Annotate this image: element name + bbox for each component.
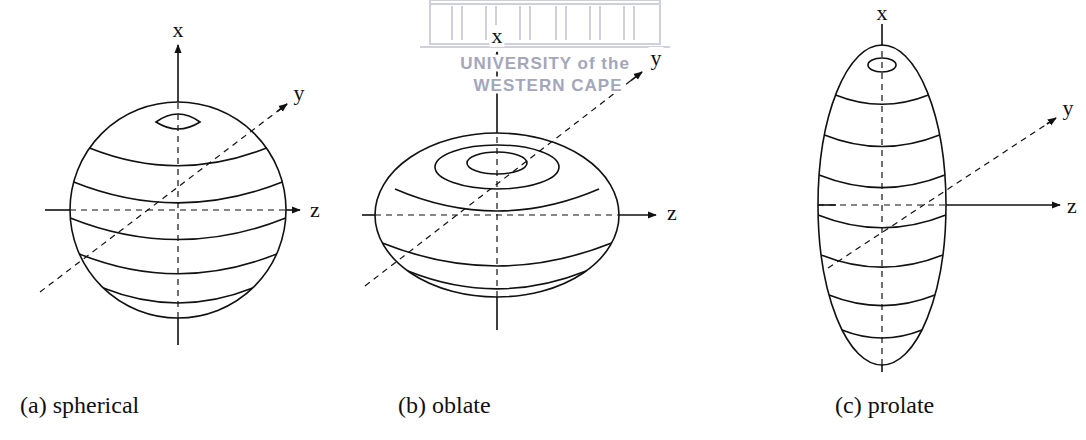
z-axis (619, 214, 656, 216)
watermark-text: WESTERN CAPE (472, 77, 625, 94)
z-axis-hidden (375, 214, 619, 215)
z-axis (946, 204, 1060, 206)
z-axis (286, 209, 300, 211)
x-axis-hidden (177, 102, 178, 318)
axis-label: z (1065, 195, 1079, 217)
axis-label: y (649, 47, 664, 69)
body-outline (375, 133, 619, 297)
axis-label: z (308, 199, 322, 221)
y-axis-head (1047, 118, 1056, 124)
y-axis (828, 118, 1056, 268)
x-axis (496, 297, 498, 330)
x-axis-hidden (881, 45, 882, 365)
x-axis (881, 365, 883, 372)
z-axis (45, 209, 70, 211)
axis-label: y (292, 82, 307, 104)
y-axis (40, 104, 287, 292)
y-axis-head (631, 72, 642, 81)
body-outline (818, 45, 946, 365)
axis-label: x (171, 19, 186, 41)
axis-label: z (665, 202, 679, 224)
watermark-text: UNIVERSITY of the (458, 55, 632, 72)
caption: (c) prolate (835, 393, 934, 417)
z-axis-hidden (818, 204, 946, 205)
x-axis (177, 318, 179, 345)
y-axis-head (277, 104, 287, 112)
axis-label: x (490, 25, 505, 47)
x-axis (177, 45, 179, 102)
z-axis-hidden (70, 209, 286, 210)
axis-label: y (1061, 97, 1076, 119)
y-axis (365, 72, 642, 286)
watermark-logo (420, 0, 670, 47)
axis-label: x (875, 2, 890, 24)
caption: (b) oblate (398, 393, 491, 417)
body-outline (70, 102, 286, 318)
caption: (a) spherical (20, 393, 139, 417)
z-axis (362, 214, 375, 216)
